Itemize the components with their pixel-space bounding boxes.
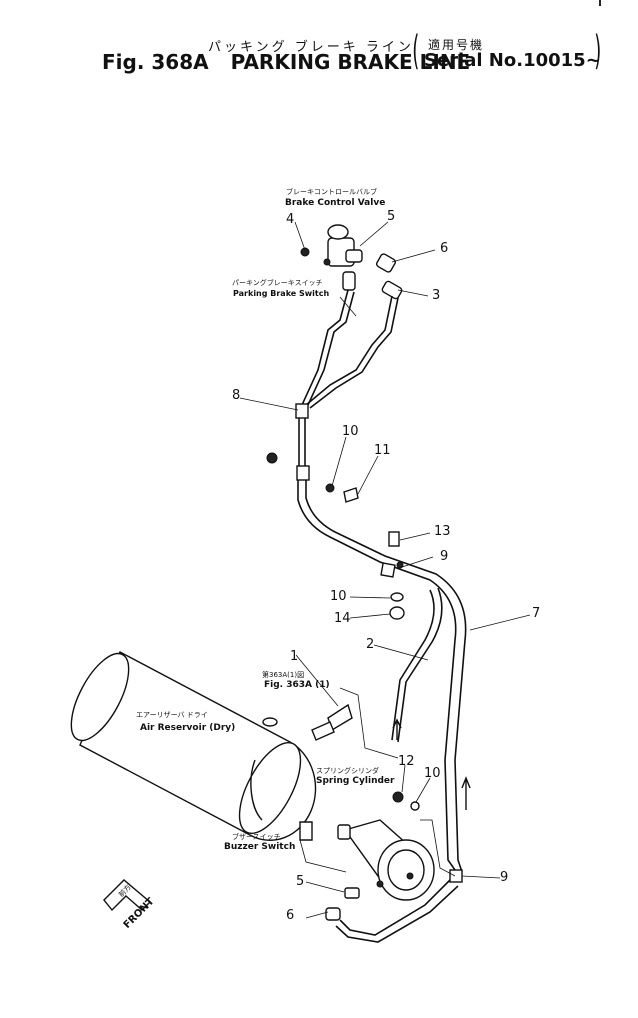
air-reservoir-label: Air Reservoir (Dry) bbox=[140, 723, 236, 733]
front-arrow bbox=[103, 879, 152, 912]
callout-1: 1 bbox=[290, 649, 299, 664]
callout-8: 8 bbox=[232, 388, 241, 403]
serial-number: Serial No.10015∼ bbox=[424, 50, 601, 71]
buzzer-switch-label: Buzzer Switch bbox=[224, 842, 296, 852]
parking-brake-switch-label: Parking Brake Switch bbox=[233, 289, 330, 298]
callout-5-lower: 5 bbox=[296, 874, 305, 889]
callout-6-lower: 6 bbox=[286, 908, 295, 923]
spring-cylinder-label-jp: スプリングシリンダ bbox=[316, 767, 379, 775]
callout-6-upper: 6 bbox=[440, 241, 449, 256]
title-japanese: パッキング ブレーキ ライン bbox=[208, 40, 414, 55]
corner-tick bbox=[599, 0, 601, 6]
spring-cylinder bbox=[337, 819, 435, 901]
callout-10-upper: 10 bbox=[342, 424, 359, 439]
figure-number: Fig. 368A bbox=[102, 50, 209, 74]
serial-label-japanese: 適用号機 bbox=[428, 38, 485, 52]
brake-control-valve-label: Brake Control Valve bbox=[285, 198, 386, 208]
spring-cylinder-label: Spring Cylinder bbox=[316, 776, 395, 786]
open-paren: ( bbox=[412, 28, 420, 74]
callout-9-upper: 9 bbox=[440, 549, 449, 564]
buzzer-switch-label-jp: ブザースイッチ bbox=[232, 833, 281, 841]
callout-3: 3 bbox=[432, 288, 441, 303]
parking-brake-switch-label-jp: パーキングブレーキスイッチ bbox=[232, 279, 323, 287]
leader-lines bbox=[239, 221, 531, 919]
callout-11: 11 bbox=[374, 443, 391, 458]
callout-5-upper: 5 bbox=[387, 209, 396, 224]
callout-13: 13 bbox=[434, 524, 451, 539]
air-reservoir-label-jp: エアーリザーバ ドライ bbox=[136, 711, 208, 719]
flow-arrows bbox=[392, 718, 471, 810]
loose-fittings bbox=[266, 452, 420, 811]
callout-7: 7 bbox=[532, 606, 541, 621]
brake-control-valve bbox=[300, 224, 403, 300]
air-reservoir-tank bbox=[70, 651, 317, 841]
fig-reference-jp: 第363A(1)図 bbox=[262, 671, 305, 679]
brake-control-valve-label-jp: ブレーキコントロールバルブ bbox=[286, 188, 377, 196]
callout-2: 2 bbox=[366, 637, 375, 652]
callout-14: 14 bbox=[334, 611, 351, 626]
callout-9-lower: 9 bbox=[500, 870, 509, 885]
close-paren: ) bbox=[594, 28, 602, 74]
fig-reference: Fig. 363A (1) bbox=[264, 680, 330, 690]
callout-10-middle: 10 bbox=[330, 589, 347, 604]
pipe-routing bbox=[295, 289, 467, 943]
callout-12: 12 bbox=[398, 754, 415, 769]
figure-title: Fig. 368A PARKING BRAKE LINE bbox=[102, 50, 492, 74]
callout-10-lower: 10 bbox=[424, 766, 441, 781]
callout-4: 4 bbox=[286, 212, 295, 227]
figure-title-english: PARKING BRAKE LINE bbox=[230, 50, 471, 74]
